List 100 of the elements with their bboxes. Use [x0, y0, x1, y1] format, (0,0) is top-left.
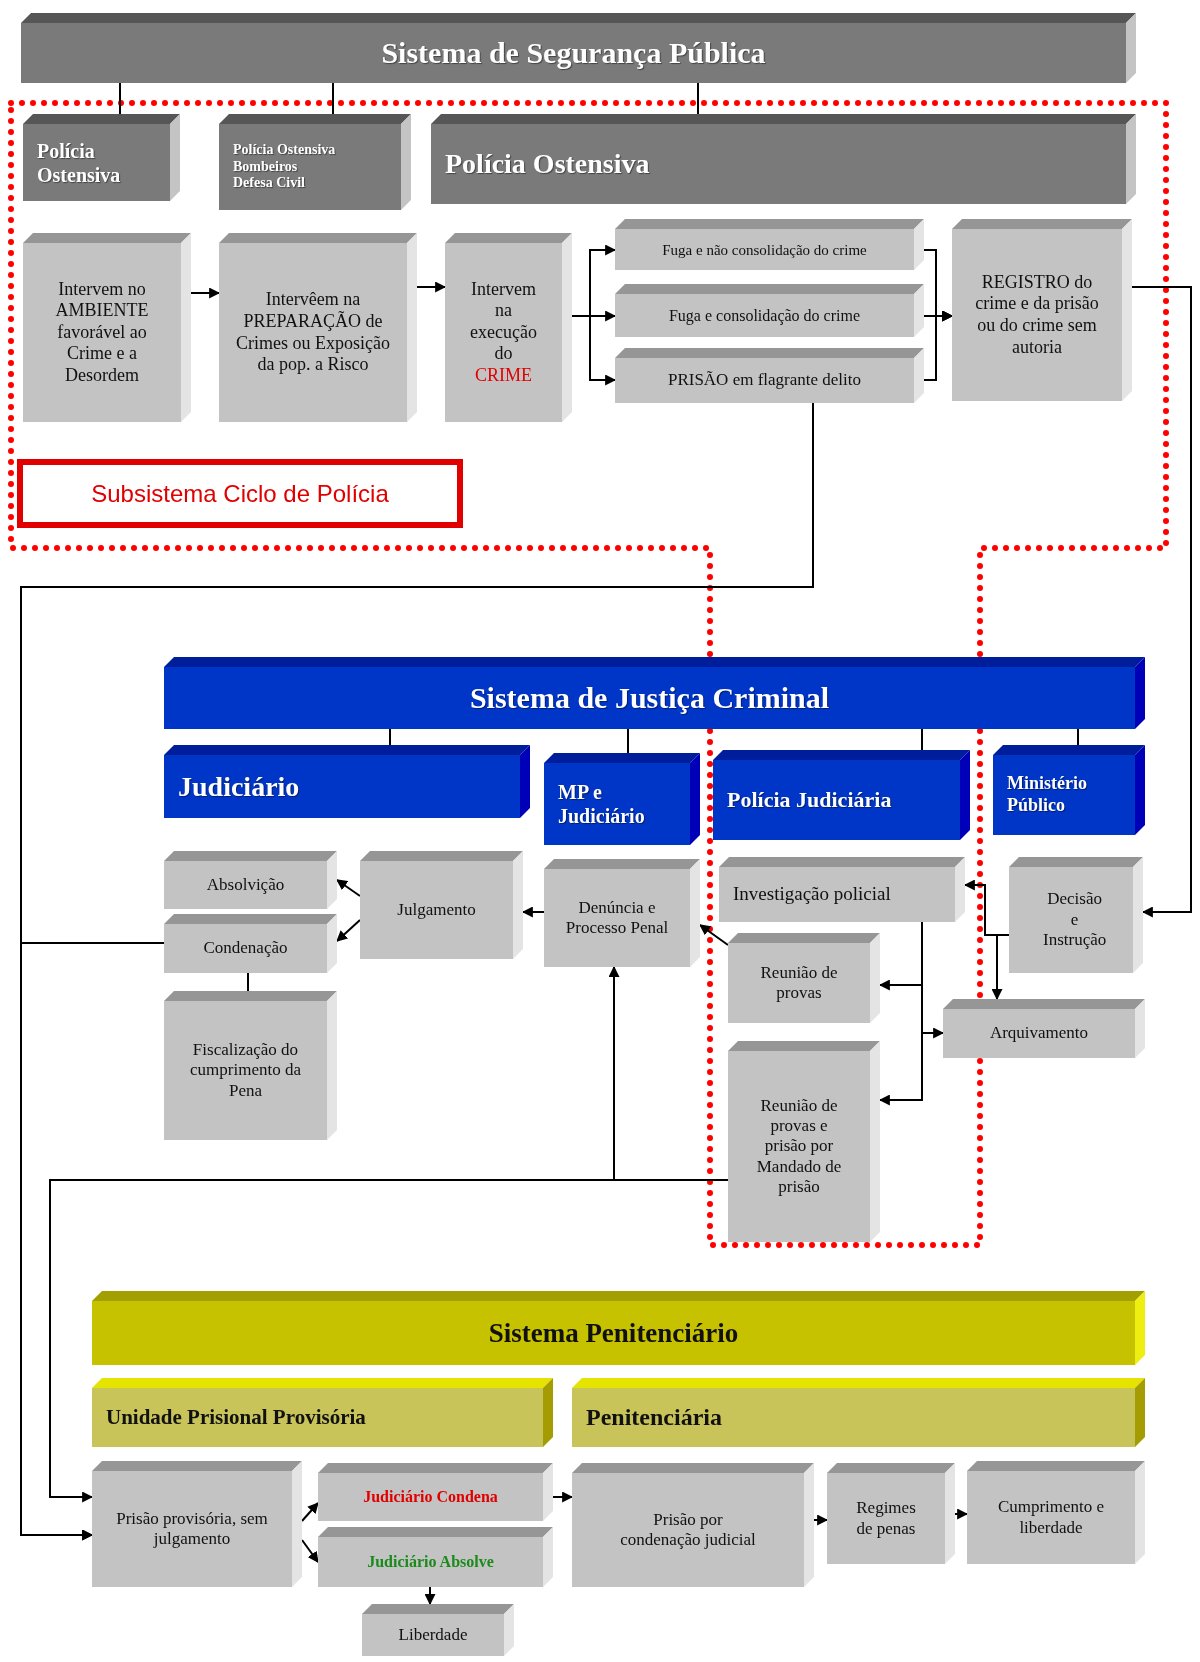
process-box: [952, 219, 1132, 401]
box-text: Liberdade: [398, 1624, 468, 1646]
box-text: Fuga e consolidação do crime: [668, 305, 860, 326]
connector-line: [389, 728, 391, 746]
box-text: Subsistema Ciclo de Polícia: [91, 479, 389, 508]
connector-line: [921, 728, 923, 751]
box-text: Intervêem na PREPARAÇÃO de Crimes ou Exposição da pop. a Risco: [235, 289, 391, 376]
process-box: [318, 1527, 553, 1587]
process-box: [728, 933, 880, 1023]
header-box: [164, 657, 1145, 729]
arrow: [1131, 286, 1192, 918]
header-box: [92, 1378, 553, 1447]
box-text: Unidade Prisional Provisória: [106, 1404, 366, 1431]
box-text: Fiscalização do cumprimento da Pena: [189, 1039, 302, 1102]
box-text: PRISÃO em flagrante delito: [667, 370, 862, 391]
box-text: Condenação: [203, 938, 288, 959]
box-text: Cumprimento e liberdade: [996, 1497, 1106, 1538]
process-box: [719, 857, 965, 922]
process-box: [164, 914, 337, 973]
header-box: [23, 114, 180, 201]
arrow: [190, 287, 221, 299]
box-text: Judiciário: [178, 769, 300, 804]
arrow: [991, 934, 1010, 1001]
box-text: CRIME: [475, 364, 532, 387]
arrow: [521, 906, 545, 918]
box-text: Defesa Civil: [233, 175, 305, 193]
box-text: Julgamento: [397, 899, 476, 921]
box-text: Intervem no AMBIENTE favorável ao Crime e a Desordem: [54, 278, 150, 387]
header-box: [572, 1378, 1145, 1447]
arrow: [301, 1502, 319, 1522]
system-title-bar: [92, 1291, 1145, 1365]
box-text: Denúncia e Processo Penal: [564, 897, 670, 939]
process-box: [615, 219, 924, 270]
box-text: Judiciário Absolve: [367, 1552, 494, 1572]
process-box: [164, 851, 337, 909]
connector-line: [119, 82, 121, 115]
box-text: Reunião de provas: [759, 962, 839, 1004]
connector-line: [332, 82, 334, 115]
process-box: [967, 1461, 1145, 1564]
box-text: Prisão por condenação judicial: [619, 1509, 757, 1551]
arrow: [552, 1491, 574, 1503]
connector-line: [627, 728, 629, 754]
process-box: [362, 1604, 514, 1656]
box-text: Polícia Judiciária: [727, 786, 892, 814]
box-text: Prisão provisória, sem julgamento: [115, 1508, 269, 1550]
process-box: [827, 1463, 955, 1564]
box-text: Reunião de provas e prisão por Mandado de prisão: [755, 1095, 843, 1198]
arrow: [571, 315, 617, 386]
process-box: [728, 1041, 880, 1242]
box-text: Penitenciária: [586, 1403, 722, 1432]
header-box: [164, 745, 530, 818]
box-text: Regimes de penas: [855, 1498, 917, 1539]
box-text: Polícia Ostensiva: [445, 147, 650, 181]
arrow: [921, 921, 945, 1039]
process-box: [23, 233, 191, 422]
process-box: [445, 233, 572, 422]
subsystem-label-box: [17, 459, 463, 528]
header-box: [219, 114, 411, 210]
process-box: [615, 348, 924, 403]
box-text: Sistema Penitenciário: [488, 1316, 739, 1350]
arrow: [923, 310, 954, 381]
arrow: [813, 1514, 829, 1526]
box-text: Polícia Ostensiva: [233, 141, 336, 159]
box-text: Absolvição: [206, 874, 285, 896]
box-text: Bombeiros: [233, 158, 298, 176]
header-box: [544, 753, 700, 845]
box-text: Decisão e Instrução: [1043, 889, 1107, 951]
process-box: [572, 1463, 814, 1587]
box-text: Sistema de Justiça Criminal: [469, 680, 830, 716]
box-text: Polícia Ostensiva: [37, 138, 122, 187]
arrow: [20, 942, 165, 1541]
arrow: [699, 924, 729, 946]
arrow: [336, 919, 361, 942]
box-text: Investigação policial: [733, 883, 891, 906]
header-box: [713, 750, 970, 840]
arrow: [416, 281, 447, 293]
arrow: [336, 879, 361, 897]
arrow: [301, 1539, 319, 1563]
process-box: [544, 859, 700, 967]
box-text: REGISTRO do crime e da prisão ou do crime sem autoria: [974, 271, 1100, 359]
header-box: [993, 745, 1145, 835]
process-box: [318, 1463, 553, 1521]
process-box: [164, 991, 337, 1140]
header-box: [431, 114, 1136, 204]
process-box: [219, 233, 417, 422]
box-text: Fuga e não consolidação do crime: [662, 240, 867, 259]
process-box: [1009, 857, 1143, 973]
process-box: [615, 284, 924, 337]
box-text: MP e Judiciário: [558, 780, 646, 828]
box-text: Arquivamento: [989, 1023, 1089, 1044]
arrow: [424, 1586, 436, 1606]
system-title-bar: [21, 13, 1136, 83]
connector-line: [697, 82, 699, 115]
connector-line: [1077, 728, 1079, 746]
process-box: [92, 1461, 302, 1587]
box-text: Intervem na execução do: [469, 278, 538, 365]
connector-line: [247, 972, 249, 992]
arrow: [954, 1508, 969, 1520]
process-box: [360, 851, 523, 959]
process-box: [943, 999, 1145, 1058]
